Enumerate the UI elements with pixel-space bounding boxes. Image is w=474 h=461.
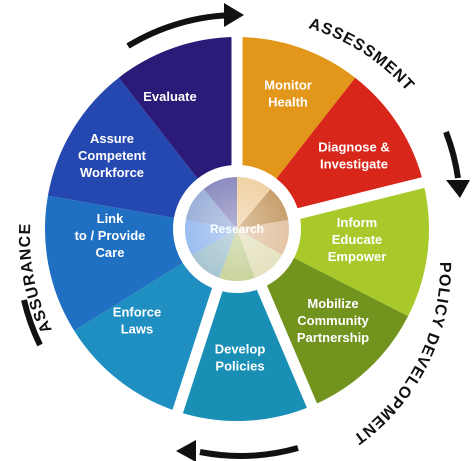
segment-8	[118, 37, 237, 179]
segment-6	[44, 195, 183, 331]
segment-label-line: Health	[268, 95, 308, 110]
segment-label-line: Enforce	[113, 305, 161, 320]
segment-label-line: Competent	[78, 148, 147, 163]
segment-2	[294, 182, 429, 317]
segment-label-line: Evaluate	[143, 89, 196, 104]
hub-label-research: Research	[210, 222, 264, 236]
segment-0	[237, 37, 356, 179]
segment-label-line: Care	[96, 245, 125, 260]
segment-label-line: Workforce	[80, 165, 144, 180]
segment-label-line: Empower	[328, 249, 387, 264]
segment-label-1: Diagnose & Investigate	[318, 140, 390, 172]
segment-label-line: Link	[97, 211, 124, 226]
segment-separators	[170, 31, 431, 420]
segment-label-line: Laws	[121, 322, 154, 337]
segment-label-line: Monitor	[264, 78, 312, 93]
segment-label-line: Mobilize	[307, 296, 358, 311]
hub-shade	[185, 177, 289, 281]
segment-label-line: to / Provide	[75, 228, 146, 243]
ring-arrow-bottom	[199, 445, 299, 459]
segment-label-line: Policies	[215, 359, 264, 374]
separator-1	[293, 175, 431, 220]
segment-label-line: Investigate	[320, 157, 388, 172]
segment-label-line: Assure	[90, 131, 134, 146]
segment-label-line: Educate	[332, 232, 383, 247]
hub: Research	[177, 169, 297, 289]
segment-label-line: Diagnose &	[318, 140, 390, 155]
segment-label-line: Inform	[337, 215, 377, 230]
segment-label-line: Community	[297, 313, 369, 328]
segment-1	[276, 77, 424, 214]
segment-7	[47, 77, 198, 218]
segment-label-8: Evaluate	[143, 89, 196, 104]
ring-arrow-left	[21, 299, 43, 347]
segment-5	[74, 262, 218, 412]
segment-label-line: Develop	[215, 342, 266, 357]
arrowhead-top	[224, 3, 244, 27]
separator-2	[255, 282, 320, 414]
separator-3	[170, 284, 224, 420]
arrowhead-right	[446, 180, 470, 198]
ring-arrow-right	[443, 130, 461, 179]
segment-label-line: Partnership	[297, 330, 369, 345]
arrowhead-bottom	[176, 440, 196, 461]
